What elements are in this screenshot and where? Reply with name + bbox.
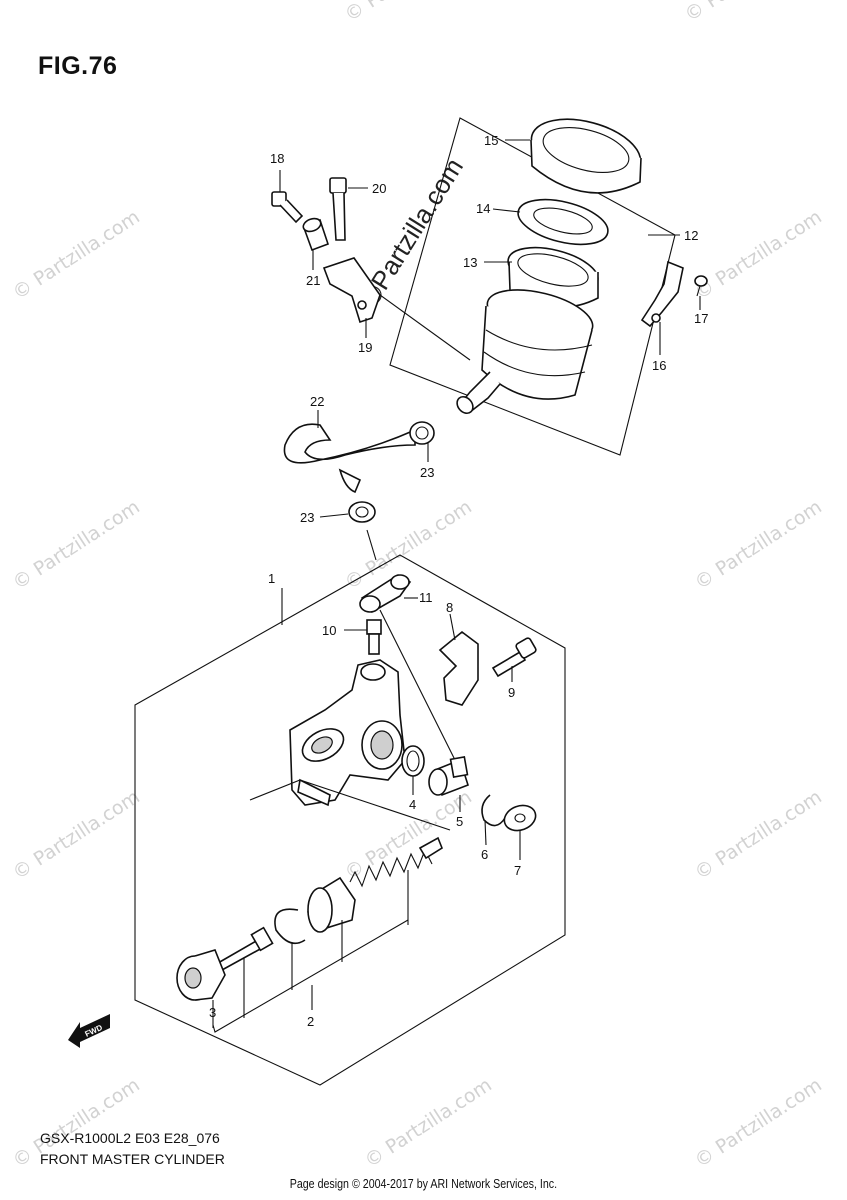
callout-labels: 1 2 3 4 5 6 7 8 9 10 11 12 13 14 15 16 1… [209,133,708,1029]
piston-circlip [274,908,306,945]
callout-16: 16 [652,358,666,373]
hose-clamp-upper [409,421,435,445]
leader-lines [212,139,701,1033]
master-cylinder-body [289,659,406,807]
callout-14: 14 [476,201,490,216]
callout-20: 20 [372,181,386,196]
piston-spring [349,836,443,888]
copyright-footer: Page design © 2004-2017 by ARI Network S… [289,1176,558,1191]
piston-cup [307,876,356,933]
dust-boot [503,804,537,832]
callout-18: 18 [270,151,284,166]
callout-6: 6 [481,847,488,862]
bolt-18 [271,191,304,224]
watermark-layer: © Partzilla.com © Partzilla.com © Partzi… [9,0,826,1172]
hose-nipple [366,619,382,655]
callout-2: 2 [307,1014,314,1029]
watermark-tile: © Partzilla.com [691,206,826,304]
callout-3: 3 [209,1005,216,1020]
reservoir-assembly-outline [389,117,676,456]
master-cylinder-assembly-outline [134,554,566,1086]
watermark-tile: © Partzilla.com [361,1074,496,1172]
callout-1: 1 [268,571,275,586]
callout-9: 9 [508,685,515,700]
reservoir-body [456,289,594,415]
figure-title: FIG.76 [38,52,118,80]
watermark-tile: © Partzilla.com [691,496,826,594]
watermark-tile: © Partzilla.com [691,1074,826,1172]
bolt-20 [329,177,347,241]
model-code: GSX-R1000L2 E03 E28_076 [40,1130,220,1146]
circlip [481,794,506,827]
reservoir-cap [530,118,642,194]
hose-clamp-lower [348,501,376,523]
callout-23-upper: 23 [420,465,434,480]
callout-19: 19 [358,340,372,355]
watermark-tile: © Partzilla.com [9,206,144,304]
callout-5: 5 [456,814,463,829]
forward-direction-arrow: FWD [68,1014,110,1048]
watermark-tile: © Partzilla.com [341,0,476,26]
callout-13: 13 [463,255,477,270]
bracket-screw [694,275,708,297]
o-ring [401,745,425,777]
callout-17: 17 [694,311,708,326]
watermark-tile: © Partzilla.com [681,0,816,26]
hose-fitting [359,574,412,614]
callout-8: 8 [446,600,453,615]
callout-10: 10 [322,623,336,638]
callout-23-lower: 23 [300,510,314,525]
callout-12: 12 [684,228,698,243]
watermark-tile: © Partzilla.com [9,786,144,884]
holder-bolt [491,637,537,678]
callout-7: 7 [514,863,521,878]
callout-15: 15 [484,133,498,148]
reservoir-union [428,755,469,797]
callout-22: 22 [310,394,324,409]
push-rod [176,926,274,1001]
callout-4: 4 [409,797,416,812]
callout-11: 11 [419,590,433,605]
diagram-caption: FRONT MASTER CYLINDER [40,1151,225,1167]
callout-21: 21 [306,273,320,288]
reservoir-hose [283,423,416,494]
watermark-tile: © Partzilla.com [9,496,144,594]
collar-21 [302,217,330,252]
diaphragm-plate [517,198,609,246]
bracket-clip [640,260,684,328]
holder-clamp [438,630,479,706]
watermark-tile: © Partzilla.com [691,786,826,884]
